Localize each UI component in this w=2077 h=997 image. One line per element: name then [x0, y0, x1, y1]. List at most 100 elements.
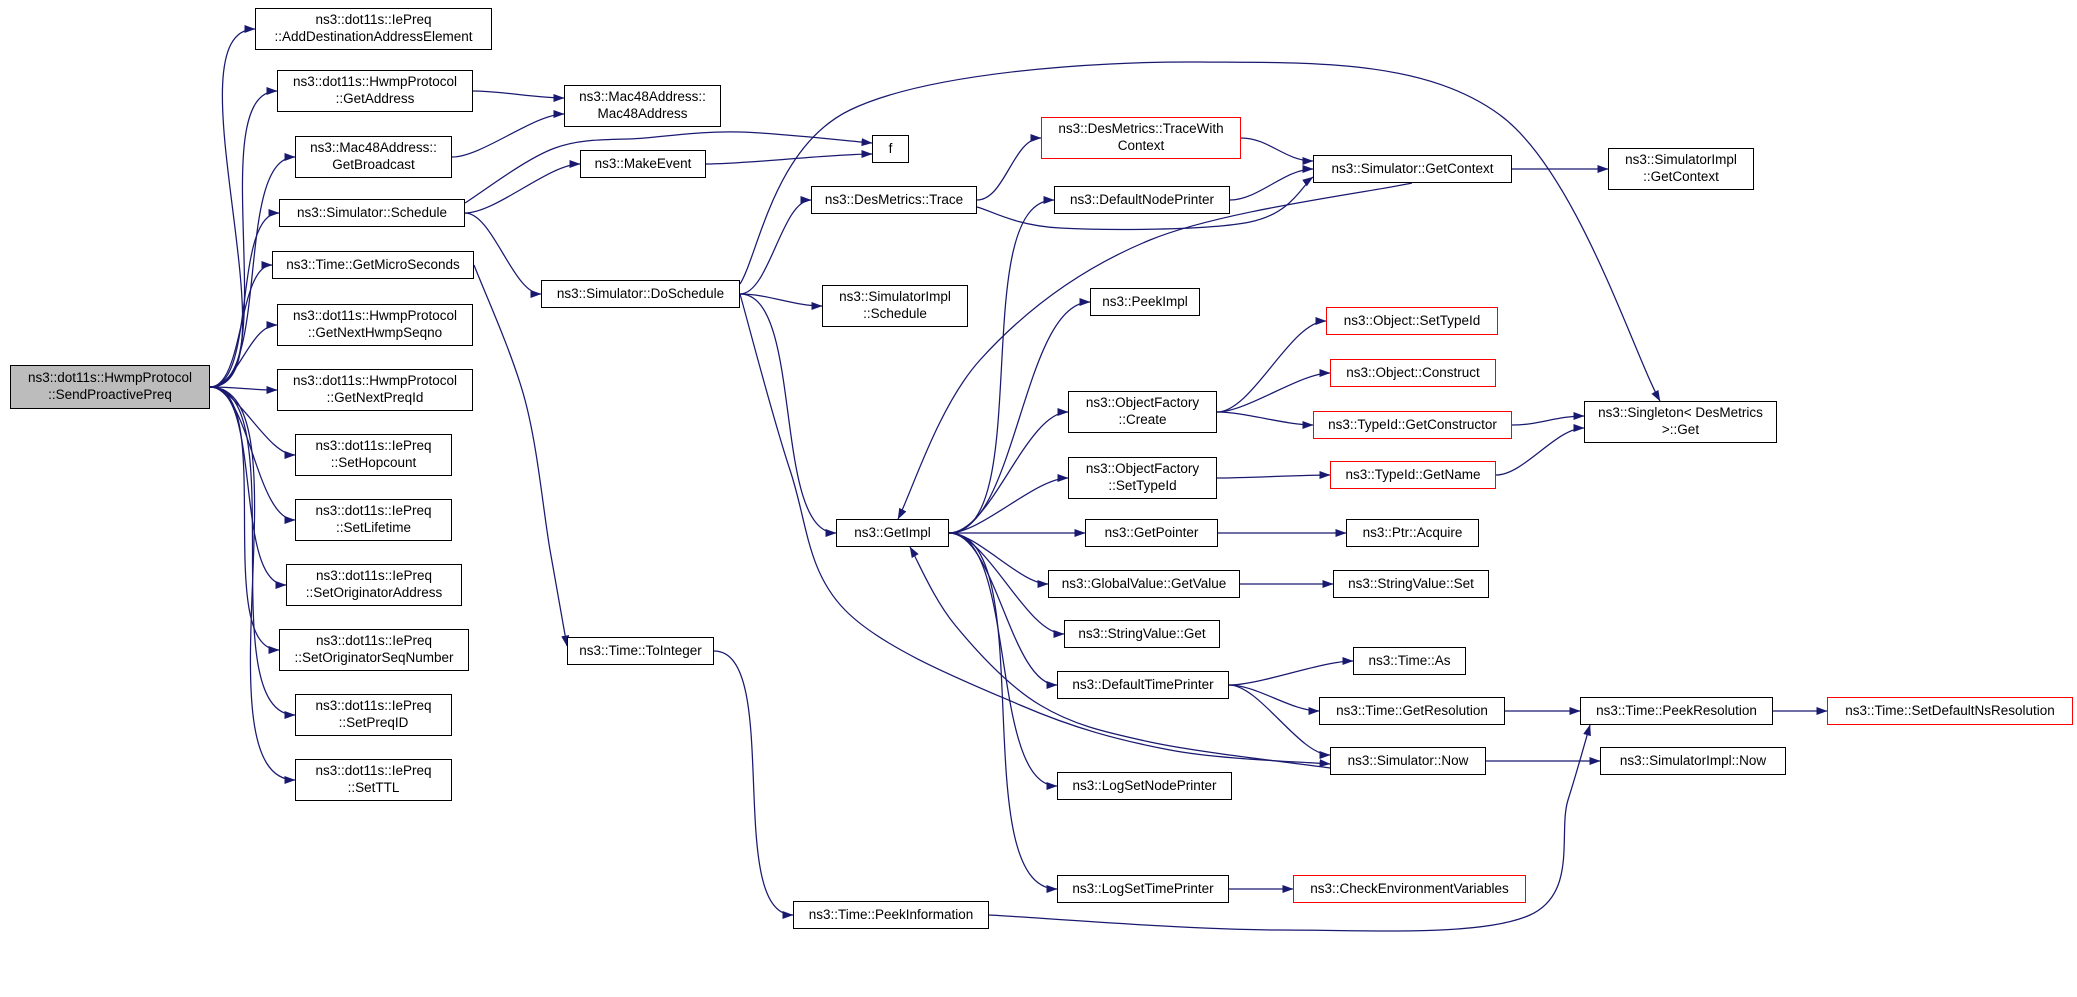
graph-node-label: ns3::dot11s::IePreq	[315, 568, 433, 584]
graph-node-send[interactable]: ns3::dot11s::HwmpProtocol::SendProactive…	[10, 365, 210, 409]
graph-node-simNow[interactable]: ns3::Simulator::Now	[1330, 747, 1486, 775]
graph-node-logSetNodePrinter[interactable]: ns3::LogSetNodePrinter	[1057, 772, 1232, 800]
graph-node-doSchedule[interactable]: ns3::Simulator::DoSchedule	[541, 280, 740, 308]
graph-node-label: ns3::StringValue::Set	[1348, 575, 1474, 591]
graph-edges	[209, 25, 1828, 932]
graph-node-setOriginatorAddress[interactable]: ns3::dot11s::IePreq::SetOriginatorAddres…	[286, 564, 462, 606]
graph-node-toInteger[interactable]: ns3::Time::ToInteger	[567, 637, 714, 665]
graph-node-label: ns3::Mac48Address::	[579, 89, 706, 105]
graph-node-label: ns3::Simulator::DoSchedule	[556, 285, 725, 301]
graph-node-label: ns3::dot11s::IePreq	[315, 633, 433, 649]
edge-schedule-to-f	[464, 131, 873, 204]
graph-node-setLifetime[interactable]: ns3::dot11s::IePreq::SetLifetime	[295, 499, 452, 541]
graph-node-factorySetTypeId[interactable]: ns3::ObjectFactory::SetTypeId	[1068, 457, 1217, 499]
edge-getAddress-to-mac48ctor	[472, 90, 565, 102]
graph-node-getAddress[interactable]: ns3::dot11s::HwmpProtocol::GetAddress	[277, 70, 473, 112]
graph-node-label: ::Create	[1118, 412, 1167, 427]
graph-node-timePeekResolution[interactable]: ns3::Time::PeekResolution	[1580, 697, 1773, 725]
graph-node-label: ns3::PeekImpl	[1102, 293, 1188, 309]
graph-node-label: ns3::Simulator::GetContext	[1331, 160, 1494, 176]
graph-node-objSetTypeId[interactable]: ns3::Object::SetTypeId	[1326, 307, 1498, 335]
graph-node-peekImpl[interactable]: ns3::PeekImpl	[1090, 288, 1200, 316]
graph-node-setHopcount[interactable]: ns3::dot11s::IePreq::SetHopcount	[295, 434, 452, 476]
graph-node-label: ns3::dot11s::IePreq	[315, 503, 432, 519]
edge-schedule-to-doSchedule	[464, 212, 542, 298]
edge-defaultTimePrinter-to-timeAs	[1228, 657, 1354, 686]
edge-getMicroSeconds-to-toInteger	[473, 264, 570, 647]
edge-peekInformation-to-timePeekResolution	[988, 724, 1591, 932]
graph-node-label: ns3::Simulator::Now	[1347, 752, 1469, 768]
graph-node-label: ns3::ObjectFactory	[1085, 461, 1200, 477]
edge-defaultTimePrinter-to-timeGetResolution	[1228, 684, 1320, 715]
graph-node-label: ::Schedule	[863, 306, 927, 321]
graph-node-label: ns3::dot11s::HwmpProtocol	[292, 308, 458, 324]
graph-node-label: ns3::Time::PeekResolution	[1596, 702, 1757, 718]
graph-node-label: ns3::DefaultNodePrinter	[1069, 191, 1215, 207]
graph-node-checkEnv[interactable]: ns3::CheckEnvironmentVariables	[1293, 875, 1526, 903]
graph-node-addDest[interactable]: ns3::dot11s::IePreq::AddDestinationAddre…	[255, 8, 492, 50]
graph-node-defaultTimePrinter[interactable]: ns3::DefaultTimePrinter	[1057, 671, 1229, 699]
graph-node-label: ::SetOriginatorAddress	[305, 585, 443, 600]
graph-node-schedule[interactable]: ns3::Simulator::Schedule	[279, 199, 465, 227]
edge-desTrace-to-traceWithContext	[976, 134, 1042, 201]
edge-getImpl-to-logSetNodePrinter	[948, 532, 1058, 790]
graph-node-f[interactable]: f	[872, 135, 909, 163]
graph-node-setDefaultNsResolution[interactable]: ns3::Time::SetDefaultNsResolution	[1827, 697, 2073, 725]
graph-node-getNextHwmpSeqno[interactable]: ns3::dot11s::HwmpProtocol::GetNextHwmpSe…	[277, 304, 473, 346]
graph-node-simImplNow[interactable]: ns3::SimulatorImpl::Now	[1600, 747, 1786, 775]
edge-send-to-getNextPreqId	[209, 385, 278, 394]
edge-getImpl-to-defaultNodePrinter	[948, 196, 1055, 534]
graph-node-label: ::AddDestinationAddressElement	[274, 29, 473, 44]
graph-node-getMicroSeconds[interactable]: ns3::Time::GetMicroSeconds	[272, 251, 474, 279]
graph-node-label: ::SetTTL	[347, 780, 400, 795]
graph-node-label: ns3::Singleton< DesMetrics	[1598, 405, 1763, 421]
graph-node-logSetTimePrinter[interactable]: ns3::LogSetTimePrinter	[1057, 875, 1229, 903]
graph-node-label: ::GetAddress	[335, 91, 415, 106]
graph-node-timeGetResolution[interactable]: ns3::Time::GetResolution	[1319, 697, 1505, 725]
graph-node-factoryCreate[interactable]: ns3::ObjectFactory::Create	[1068, 391, 1217, 433]
graph-node-peekInformation[interactable]: ns3::Time::PeekInformation	[793, 901, 989, 929]
graph-node-label: ns3::SimulatorImpl	[839, 289, 951, 305]
graph-node-label: ns3::Time::ToInteger	[579, 642, 702, 658]
graph-node-simImplSchedule[interactable]: ns3::SimulatorImpl::Schedule	[822, 285, 968, 327]
graph-node-label: ns3::SimulatorImpl::Now	[1619, 752, 1767, 768]
graph-node-defaultNodePrinter[interactable]: ns3::DefaultNodePrinter	[1054, 186, 1230, 214]
graph-node-typeIdGetConstructor[interactable]: ns3::TypeId::GetConstructor	[1313, 411, 1512, 439]
graph-node-label: ns3::LogSetTimePrinter	[1072, 880, 1214, 896]
edge-factoryCreate-to-typeIdGetConstructor	[1216, 411, 1314, 429]
graph-node-desTrace[interactable]: ns3::DesMetrics::Trace	[811, 186, 977, 214]
graph-node-simImplGetContext[interactable]: ns3::SimulatorImpl::GetContext	[1608, 148, 1754, 190]
edge-factoryCreate-to-objSetTypeId	[1216, 317, 1327, 413]
graph-node-singletonGet[interactable]: ns3::Singleton< DesMetrics>::Get	[1584, 401, 1777, 443]
graph-node-typeIdGetName[interactable]: ns3::TypeId::GetName	[1330, 461, 1496, 489]
graph-node-setOriginatorSeqNumber[interactable]: ns3::dot11s::IePreq::SetOriginatorSeqNum…	[279, 629, 469, 671]
graph-node-getImpl[interactable]: ns3::GetImpl	[836, 519, 949, 547]
graph-node-stringGet[interactable]: ns3::StringValue::Get	[1064, 620, 1220, 648]
graph-node-globalGetValue[interactable]: ns3::GlobalValue::GetValue	[1048, 570, 1240, 598]
edge-send-to-getNextHwmpSeqno	[209, 321, 278, 388]
graph-node-label: ns3::Simulator::Schedule	[296, 204, 448, 220]
graph-node-ptrAcquire[interactable]: ns3::Ptr::Acquire	[1346, 519, 1479, 547]
graph-node-stringSet[interactable]: ns3::StringValue::Set	[1333, 570, 1489, 598]
edge-traceWithContext-to-getContext	[1240, 137, 1314, 165]
graph-node-getNextPreqId[interactable]: ns3::dot11s::HwmpProtocol::GetNextPreqId	[277, 369, 473, 411]
graph-node-getContext[interactable]: ns3::Simulator::GetContext	[1313, 155, 1512, 183]
graph-node-label: ::SetHopcount	[330, 455, 417, 470]
graph-node-setTTL[interactable]: ns3::dot11s::IePreq::SetTTL	[295, 759, 452, 801]
edge-schedule-to-makeEvent	[464, 160, 581, 214]
graph-node-label: ns3::GlobalValue::GetValue	[1061, 575, 1227, 591]
graph-node-makeEvent[interactable]: ns3::MakeEvent	[580, 150, 706, 178]
graph-node-label: ns3::StringValue::Get	[1078, 625, 1206, 641]
graph-node-label: ns3::dot11s::HwmpProtocol	[27, 370, 193, 386]
graph-node-setPreqID[interactable]: ns3::dot11s::IePreq::SetPreqID	[295, 694, 452, 736]
graph-node-mac48ctor[interactable]: ns3::Mac48Address::Mac48Address	[564, 85, 721, 127]
graph-node-timeAs[interactable]: ns3::Time::As	[1353, 647, 1466, 675]
graph-node-getBroadcast[interactable]: ns3::Mac48Address::GetBroadcast	[295, 136, 452, 178]
edge-doSchedule-to-simImplSchedule	[739, 293, 823, 310]
graph-node-label: ns3::Time::GetResolution	[1336, 702, 1488, 718]
graph-node-objConstruct[interactable]: ns3::Object::Construct	[1330, 359, 1496, 387]
graph-node-getPointer[interactable]: ns3::GetPointer	[1085, 519, 1218, 547]
